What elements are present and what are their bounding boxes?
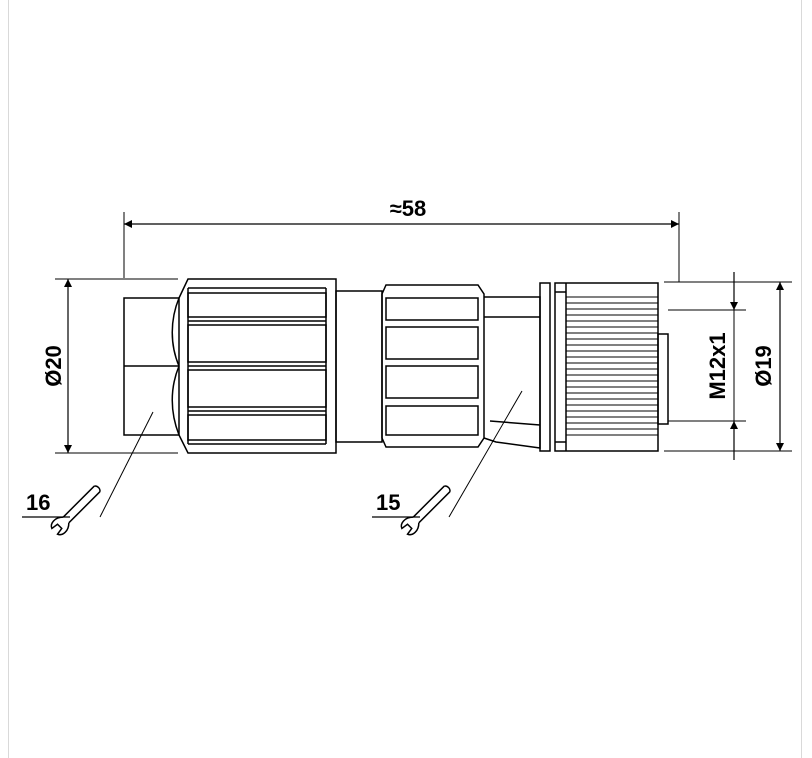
shaft — [483, 296, 541, 449]
pin-face — [657, 333, 669, 425]
length-dimension: ≈58 — [123, 196, 680, 282]
thread-dimension: M12x1 — [668, 272, 746, 460]
wrench-icon — [50, 485, 101, 536]
neck — [335, 290, 383, 443]
pressure-screw — [178, 278, 337, 454]
knurling — [566, 296, 658, 436]
body-diameter-dimension: Ø20 — [41, 278, 178, 454]
sleeve — [381, 284, 485, 448]
cable-gland — [123, 297, 180, 436]
frame-border-left — [8, 0, 9, 758]
frame-border-right — [801, 0, 802, 758]
callout-15: 15 — [372, 390, 523, 536]
callout-16: 16 — [22, 411, 154, 536]
callout-15-label: 15 — [376, 490, 400, 515]
length-dimension-label: ≈58 — [390, 196, 427, 221]
nut-diameter-dimension: Ø19 — [664, 281, 792, 452]
nut-diameter-label: Ø19 — [751, 345, 776, 387]
body-diameter-label: Ø20 — [41, 345, 66, 387]
callout-16-label: 16 — [26, 490, 50, 515]
wrench-icon — [400, 485, 451, 536]
flange — [539, 282, 551, 452]
connector-body — [123, 278, 669, 454]
thread-label: M12x1 — [705, 332, 730, 399]
coupling-nut — [554, 282, 659, 452]
